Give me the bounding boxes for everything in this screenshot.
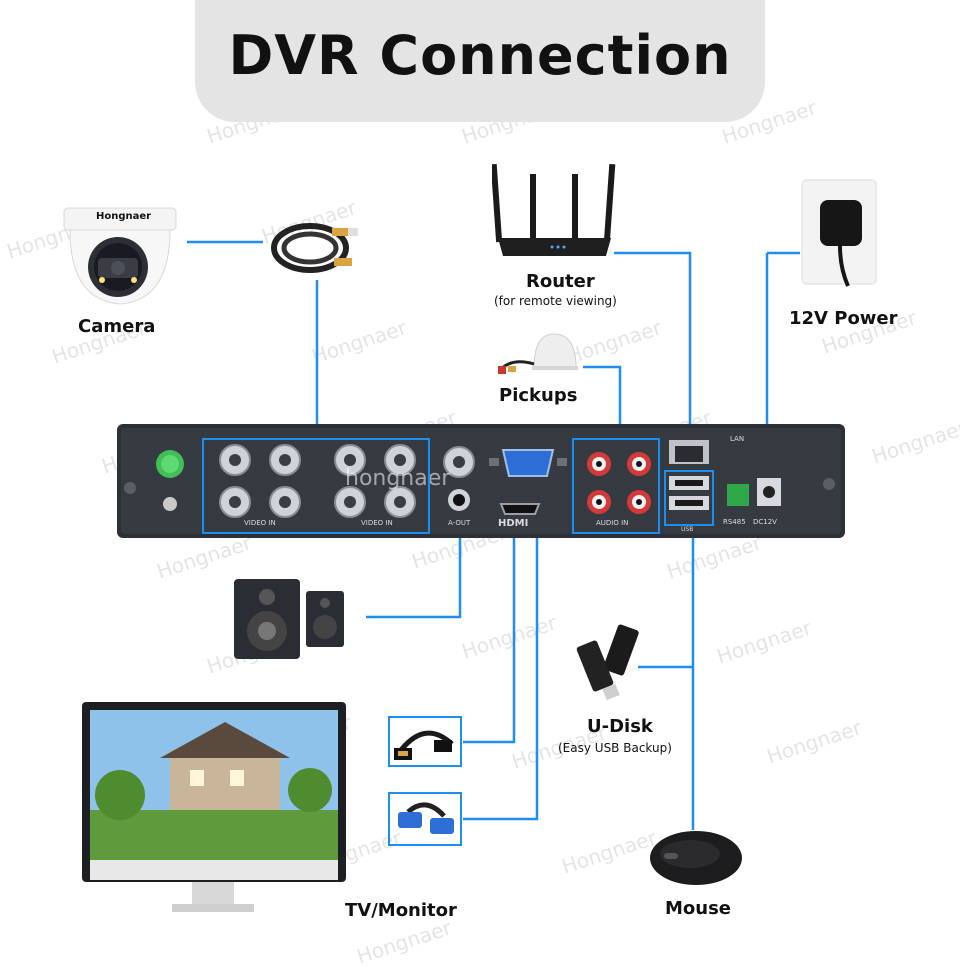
power-label: 12V Power [789,308,898,329]
router-label: Router [526,271,595,292]
router-icon [492,163,616,256]
video-in-frame-1 [202,438,430,534]
video-in-label-2: VIDEO IN [361,519,393,527]
power-adapter-icon [801,179,877,287]
center-watermark: hongnaer [345,466,451,491]
router-sublabel: (for remote viewing) [494,294,617,308]
usb-frame [664,470,714,526]
udisk-label: U-Disk [587,716,653,737]
usb-drive-icon [576,624,639,701]
pickups-label: Pickups [499,385,578,406]
audio-in-label: AUDIO IN [596,519,629,527]
a-out-label: A-OUT [448,519,471,527]
speaker-icon [234,579,344,659]
mouse-label: Mouse [665,898,732,919]
hdmi-port-label: HDMI [498,518,529,529]
vga-cable-icon [398,802,454,834]
camera-label: Camera [78,316,156,337]
monitor-label: TV/Monitor [345,900,457,921]
monitor-icon [82,702,346,912]
usb-port-label: USB [681,526,694,533]
lan-label: LAN [730,435,745,443]
udisk-sublabel: (Easy USB Backup) [558,741,672,755]
dc12v-label: DC12V [753,518,777,526]
dome-camera-icon [63,207,177,305]
title-banner [195,0,765,122]
microphone-icon [498,333,578,374]
hdmi-cable-icon [394,730,454,760]
video-in-label-1: VIDEO IN [244,519,276,527]
audio-in-frame [572,438,660,534]
camera-brand: Hongnaer [96,211,152,222]
vga-cable-frame [388,792,462,846]
coax-cable-icon [271,223,358,273]
rs485-label: RS485 [723,518,746,526]
mouse-icon [650,831,742,885]
dvr-rear-panel [117,424,845,538]
page-title: DVR Connection [228,24,732,87]
hdmi-cable-frame [388,716,462,767]
